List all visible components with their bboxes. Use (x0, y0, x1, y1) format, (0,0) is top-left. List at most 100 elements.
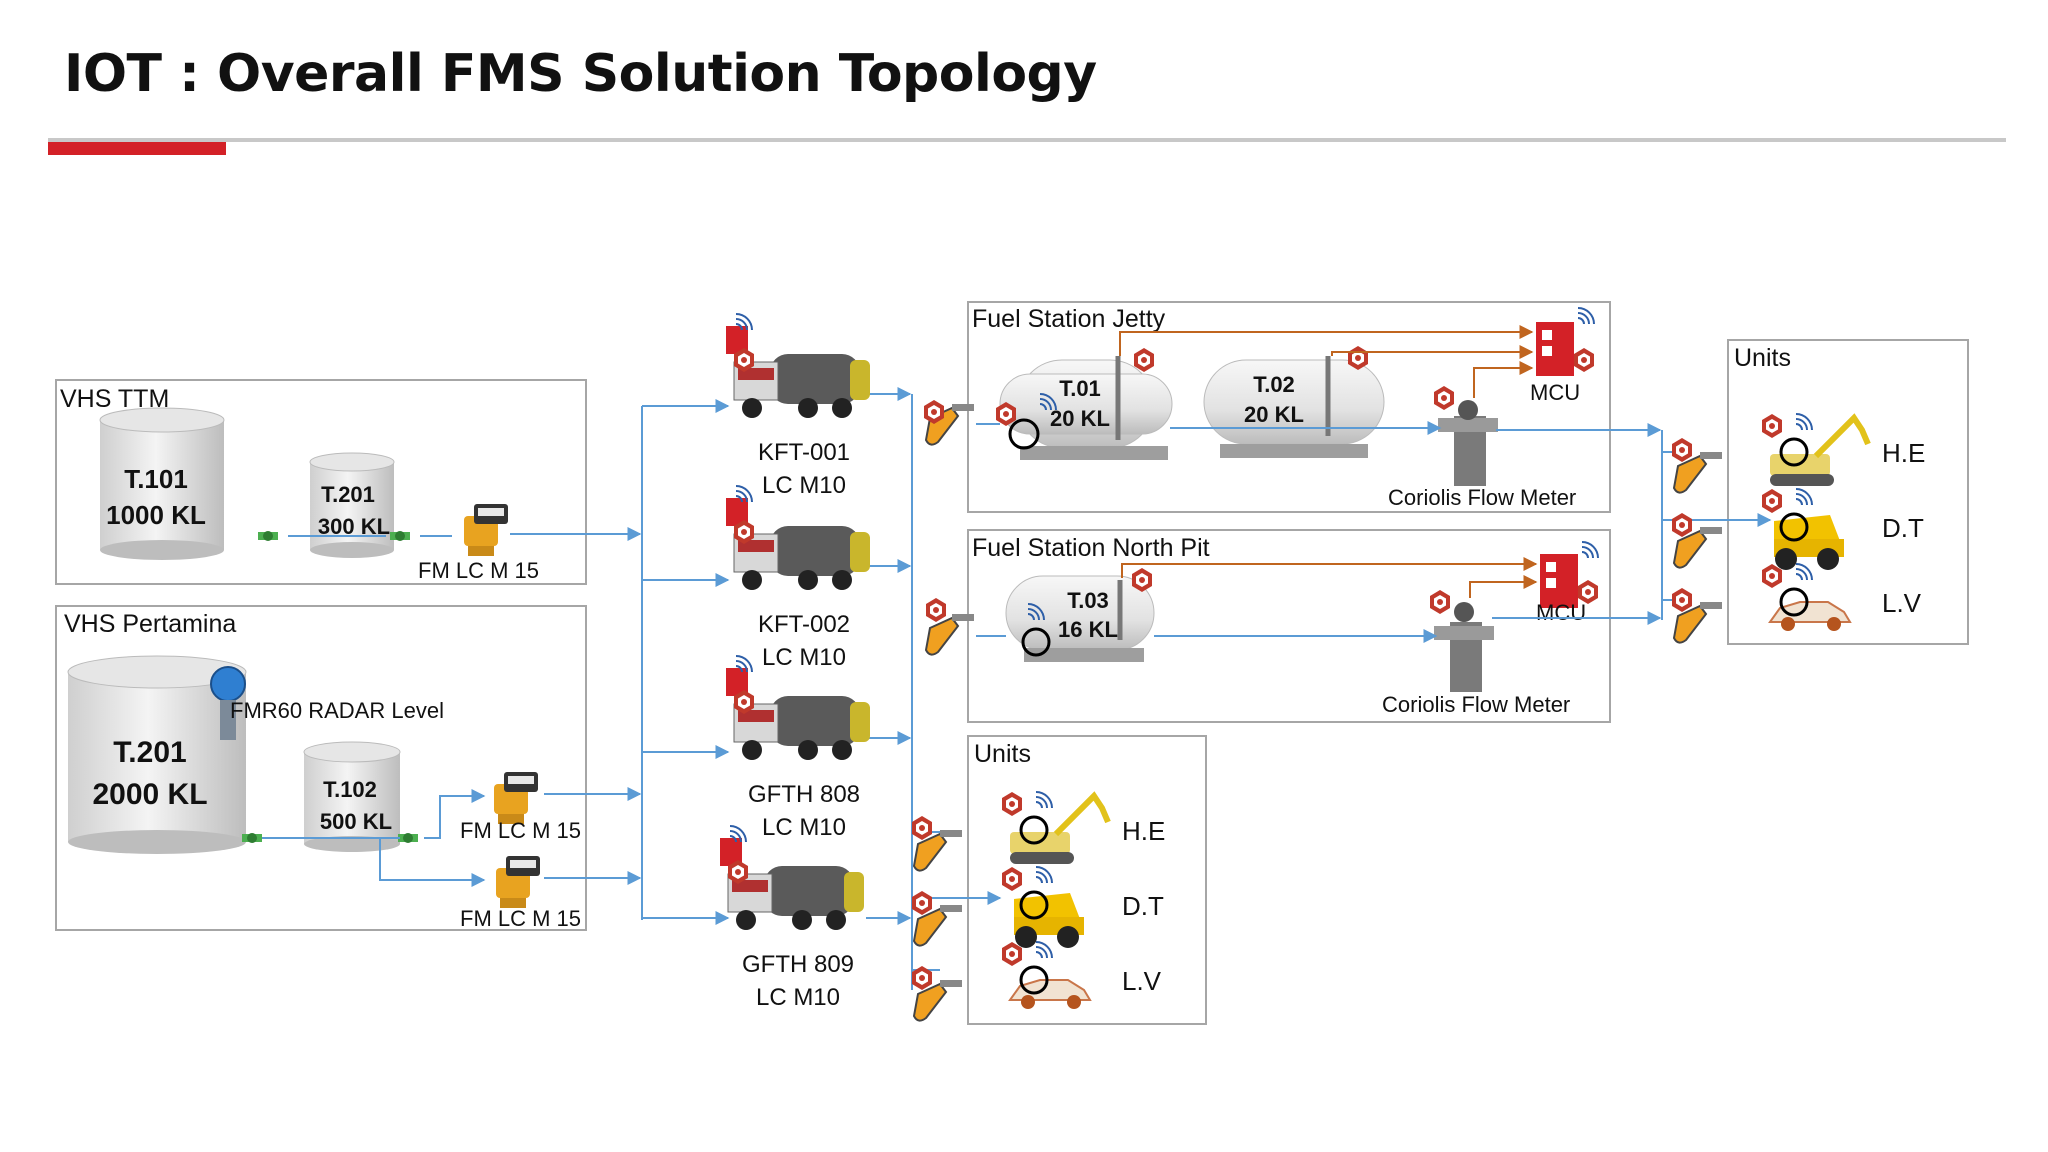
unit-item: D.T (912, 866, 1164, 948)
mcu-north-icon (1540, 554, 1578, 608)
mcu-north-label: MCU (1536, 600, 1586, 625)
truck-tank-icon (770, 526, 860, 576)
wheel-icon (798, 740, 818, 760)
sensor-icon (1672, 513, 1692, 537)
tank-t201-pertamina-name: T.201 (113, 736, 186, 769)
page-title: IOT : Overall FMS Solution Topology (64, 44, 1097, 104)
truck-id: GFTH 809 (742, 951, 854, 978)
sensor-icon (1434, 386, 1454, 410)
inlet-marker (1019, 815, 1049, 845)
truck-meter: LC M10 (762, 814, 846, 841)
wheel-icon (742, 398, 762, 418)
sensor-icon (1672, 438, 1692, 462)
truck-cab-icon (844, 872, 864, 912)
wheel-icon (832, 740, 852, 760)
truck-tank-icon (770, 696, 860, 746)
excavator-track (1010, 852, 1074, 864)
wireless-signal-icon (1581, 541, 1599, 559)
inlet-marker (1021, 627, 1051, 657)
wheel-icon (1781, 617, 1795, 631)
coriolis-meter-jetty-icon (1438, 400, 1498, 486)
wheel-icon (792, 910, 812, 930)
tank-t101: T.101 1000 KL (99, 407, 225, 560)
vhs-pertamina-box (55, 605, 587, 931)
sensor-icon (1002, 792, 1022, 816)
tank-t201-pertamina: T.201 2000 KL (67, 655, 247, 854)
wireless-signal-icon (1795, 488, 1813, 506)
tank-t201-ttm: T.201 300 KL (309, 452, 395, 558)
wheel-icon (798, 398, 818, 418)
radar-label: FMR60 RADAR Level (230, 698, 444, 723)
flow-meter-icon (464, 504, 508, 556)
coriolis-north-label: Coriolis Flow Meter (1382, 692, 1570, 717)
mcu-jetty-label: MCU (1530, 380, 1580, 405)
inlet-marker (1779, 512, 1809, 542)
light-vehicle-icon (1768, 601, 1852, 631)
mcu-icon (726, 326, 748, 354)
truck-cab-icon (850, 360, 870, 400)
wireless-signal-icon (1035, 866, 1053, 884)
wireless-signal-icon (1035, 791, 1053, 809)
wheel-icon (826, 910, 846, 930)
sensor-icon (1762, 564, 1782, 588)
tank-t03-name: T.03 (1067, 588, 1109, 613)
inlet-marker (1019, 965, 1049, 995)
sensor-icon (1002, 942, 1022, 966)
unit-label: D.T (1122, 891, 1164, 921)
tank-t03: T.03 16 KL (1005, 575, 1155, 662)
tank-t101-name: T.101 (124, 464, 188, 494)
wheel-icon (832, 398, 852, 418)
tank-t02-capacity: 20 KL (1244, 402, 1304, 427)
unit-label: L.V (1882, 588, 1922, 618)
excavator-arm (1053, 791, 1111, 837)
valve-icon (390, 531, 410, 541)
unit-item: H.E (912, 791, 1165, 872)
unit-item: L.V (1672, 563, 1922, 644)
tank-t201-ttm-name: T.201 (321, 482, 375, 507)
unit-label: L.V (1122, 966, 1162, 996)
truck-cab-icon (850, 702, 870, 742)
inlet-marker (1008, 418, 1040, 450)
sensor-icon (1002, 867, 1022, 891)
sensor-icon (1574, 348, 1594, 372)
units-right-label: Units (1734, 344, 1791, 372)
fuel-station-north-pit-label: Fuel Station North Pit (972, 534, 1210, 562)
wheel-icon (1827, 617, 1841, 631)
wireless-signal-icon (1795, 563, 1813, 581)
sensor-icon (1672, 588, 1692, 612)
excavator-track (1770, 474, 1834, 486)
wheel-icon (1817, 548, 1839, 570)
wireless-signal-icon (1577, 307, 1595, 325)
truck-panel-icon (738, 710, 774, 722)
inlet-marker (1779, 437, 1809, 467)
unit-label: D.T (1882, 513, 1924, 543)
title-accent-bar (48, 142, 226, 155)
light-vehicle-icon (1008, 979, 1092, 1009)
valve-icon (242, 833, 262, 843)
coriolis-meter-north-icon (1434, 602, 1494, 692)
dump-truck-icon (1774, 515, 1844, 570)
radar-level-icon (210, 666, 246, 740)
tank-t201-pertamina-capacity: 2000 KL (92, 778, 207, 811)
wheel-icon (1021, 995, 1035, 1009)
wheel-icon (1015, 926, 1037, 948)
truck-id: KFT-001 (758, 439, 850, 466)
tank-t102: T.102 500 KL (303, 741, 401, 852)
wheel-icon (832, 570, 852, 590)
sensor-icon (912, 891, 932, 915)
tank-t01: T.01 20 KL (999, 359, 1173, 460)
valve-icon (258, 531, 278, 541)
truck-panel-icon (738, 368, 774, 380)
sensor-icon (1762, 489, 1782, 513)
wheel-icon (1775, 548, 1797, 570)
wheel-icon (798, 570, 818, 590)
wheel-icon (1057, 926, 1079, 948)
flow-meter-icon (494, 772, 538, 824)
title-divider (48, 138, 2006, 142)
tank-t02-name: T.02 (1253, 372, 1295, 397)
tank-t201-ttm-capacity: 300 KL (318, 514, 390, 539)
